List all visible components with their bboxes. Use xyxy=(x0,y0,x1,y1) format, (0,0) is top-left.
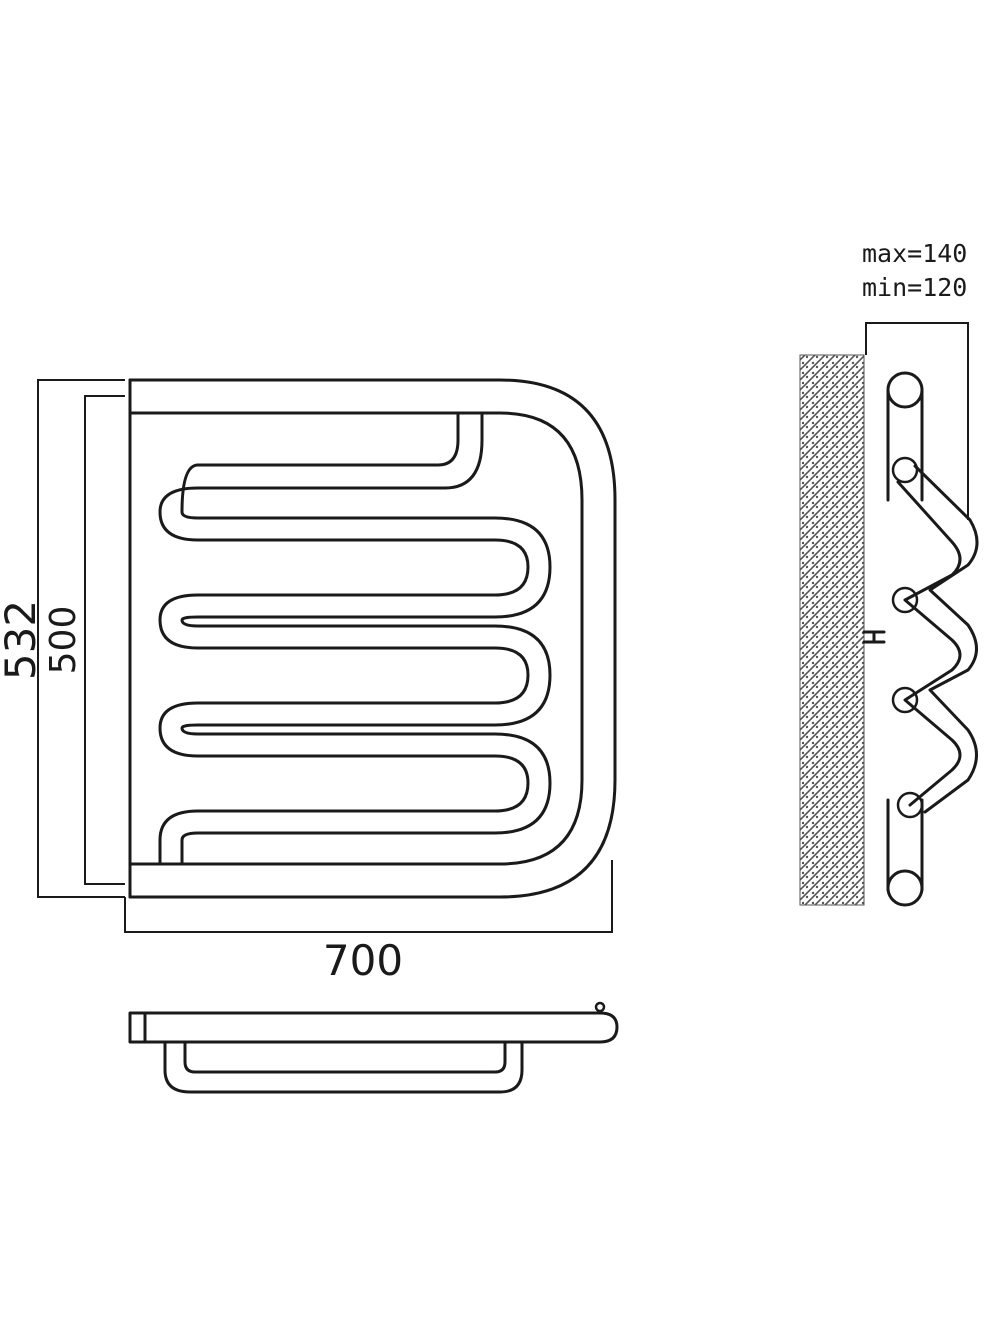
dimension-label-532: 532 xyxy=(0,600,45,680)
dimension-label-700: 700 xyxy=(323,936,403,985)
width-dimension-700 xyxy=(124,860,613,933)
wall-distance-min-label: min=120 xyxy=(862,273,967,302)
wall-hatch-icon xyxy=(799,354,865,906)
serpentine-towel-rail-icon xyxy=(128,378,617,899)
height-dimension-500 xyxy=(84,395,125,885)
rail-top-view-icon xyxy=(128,1001,619,1094)
rail-side-view-icon xyxy=(886,371,979,907)
front-view: 700 532 500 xyxy=(0,378,617,985)
wall-distance-dimension xyxy=(865,322,969,520)
wall-distance-max-label: max=140 xyxy=(862,239,967,268)
height-dimension-532 xyxy=(37,379,125,898)
side-view: max=140 min=120 xyxy=(799,239,979,907)
dimension-label-500: 500 xyxy=(43,606,84,675)
